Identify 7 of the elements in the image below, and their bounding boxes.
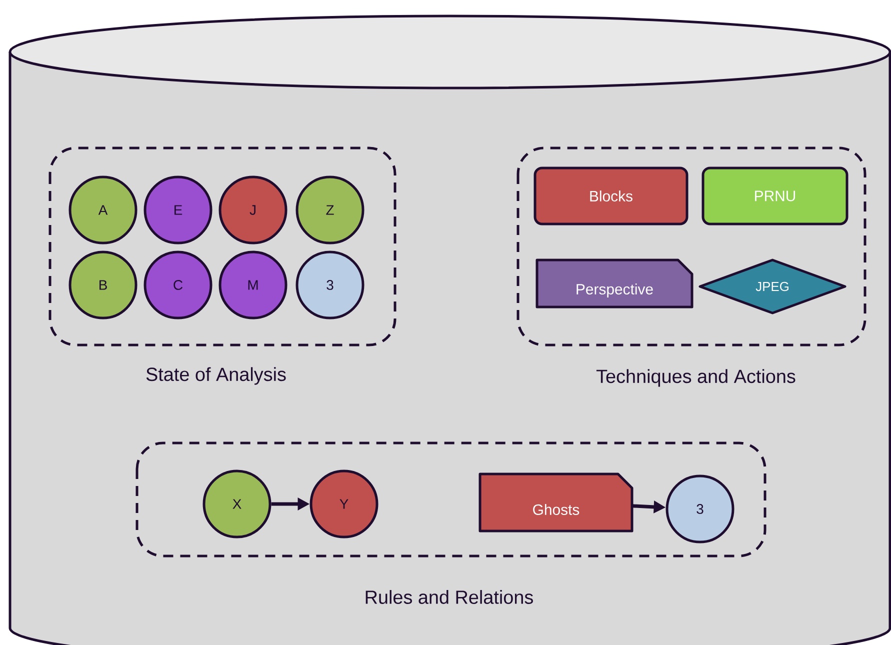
node-label: Rules and Relations [366, 590, 533, 604]
snipped-box: Perspective [536, 258, 694, 308]
technique-box: Blocks [534, 166, 688, 226]
node-label: State of Analysis [146, 367, 286, 385]
node-label: Techniques and Actions [596, 369, 796, 387]
snipped-box: Ghosts [478, 472, 634, 532]
technique-box: PRNU [702, 166, 848, 226]
